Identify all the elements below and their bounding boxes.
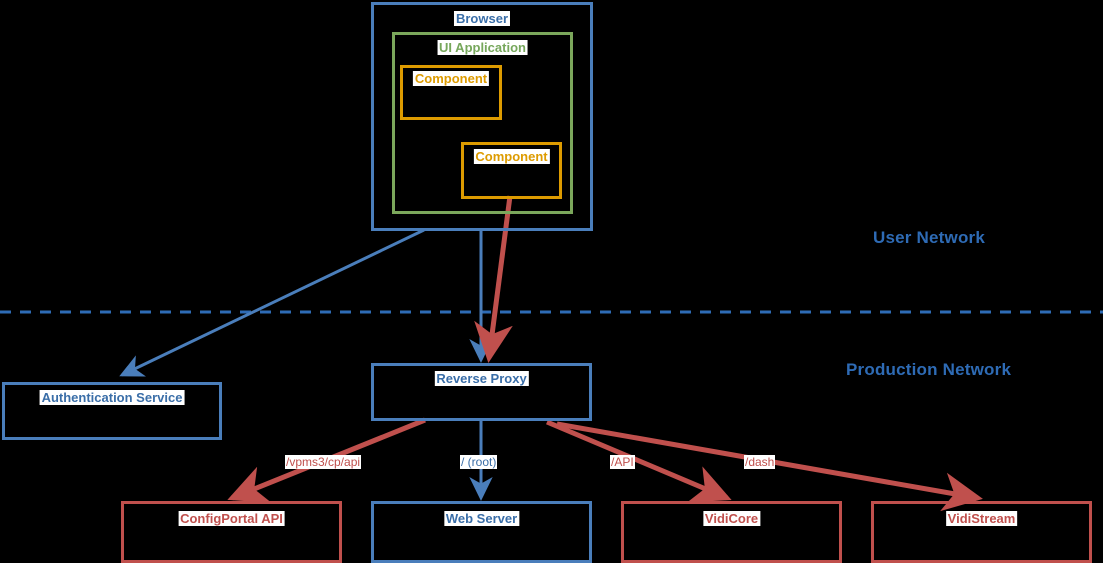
edge-browser-to-auth xyxy=(119,228,425,377)
node-browser[interactable]: Browser xyxy=(371,2,593,231)
node-vidicore-label: VidiCore xyxy=(702,511,761,526)
node-authentication-service[interactable]: Authentication Service xyxy=(2,382,222,440)
node-component-one-label: Component xyxy=(412,71,490,86)
node-ui-application[interactable]: UI Application xyxy=(392,32,573,214)
node-browser-label: Browser xyxy=(453,11,511,26)
node-ui-application-label: UI Application xyxy=(437,40,528,55)
edge-proxy-to-vidicore xyxy=(546,419,732,503)
user-network-label: User Network xyxy=(873,228,985,247)
node-vidistream-label: VidiStream xyxy=(945,511,1018,526)
node-reverse-proxy[interactable]: Reverse Proxy xyxy=(371,363,592,421)
edge-label-configportal: /vpms3/cp/api xyxy=(285,455,362,469)
node-vidicore[interactable]: VidiCore xyxy=(621,501,842,563)
node-component-one[interactable]: Component xyxy=(400,65,502,120)
edge-label-web-server: / (root) xyxy=(460,455,498,469)
edge-label-vidicore: /API xyxy=(610,455,635,469)
edge-label-vidistream: /dash xyxy=(744,455,776,469)
node-configportal-api[interactable]: ConfigPortal API xyxy=(121,501,342,563)
node-component-two-label: Component xyxy=(473,149,550,164)
node-configportal-api-label: ConfigPortal API xyxy=(178,511,285,526)
node-authentication-service-label: Authentication Service xyxy=(39,390,185,405)
node-component-two[interactable]: Component xyxy=(461,142,562,199)
node-web-server[interactable]: Web Server xyxy=(371,501,592,563)
node-vidistream[interactable]: VidiStream xyxy=(871,501,1092,563)
production-network-label: Production Network xyxy=(846,360,1012,379)
node-reverse-proxy-label: Reverse Proxy xyxy=(434,371,529,386)
node-web-server-label: Web Server xyxy=(443,511,520,526)
